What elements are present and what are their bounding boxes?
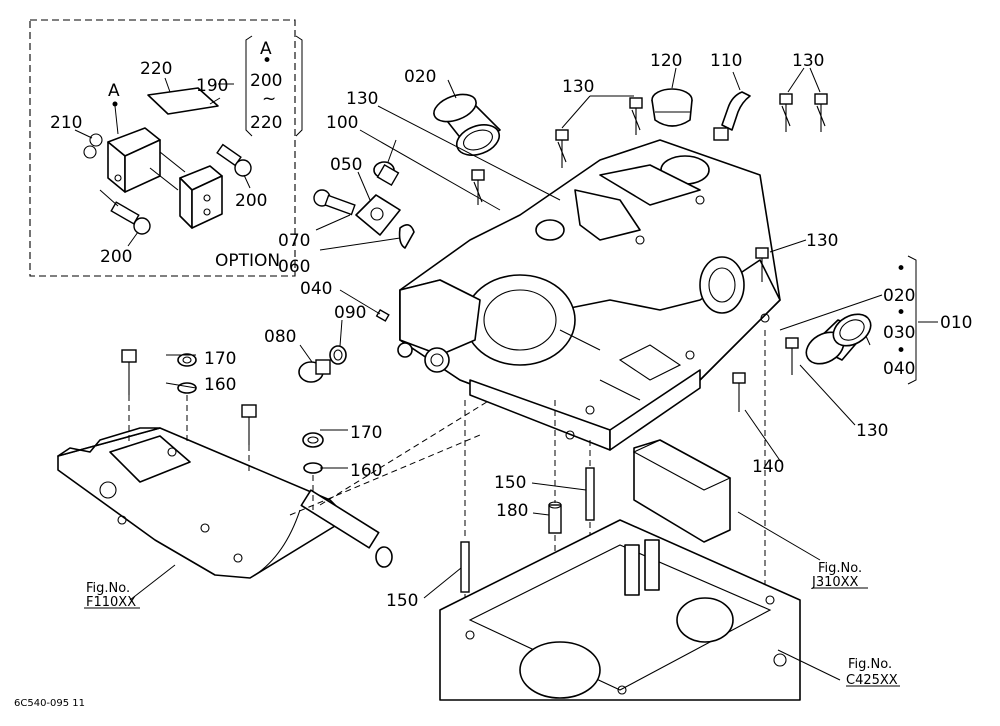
bolt-plate-left — [121, 349, 137, 445]
gasket-050 — [355, 194, 401, 236]
block-b — [191, 175, 223, 229]
option-inset — [29, 19, 303, 277]
label-160-a: 160 — [204, 375, 236, 395]
pin-040 — [375, 308, 390, 322]
label-090: 090 — [334, 303, 366, 323]
dot-030a: • — [896, 303, 906, 323]
label-160-b: 160 — [350, 461, 382, 481]
option-group-a: A — [260, 39, 272, 59]
ref-f110-fig: Fig.No. — [86, 581, 130, 596]
label-210: 210 — [50, 113, 82, 133]
dot-030b: • — [896, 341, 906, 361]
option-group-tilde: ~ — [262, 89, 276, 109]
label-010: 010 — [940, 313, 972, 333]
option-label: OPTION — [215, 251, 280, 271]
drawing-code: 6C540-095 11 — [14, 698, 85, 709]
plug-080 — [298, 359, 331, 383]
label-030: 030 — [883, 323, 915, 343]
label-110: 110 — [710, 51, 742, 71]
dot-010: • — [896, 259, 906, 279]
label-sheet-220 — [147, 87, 219, 115]
label-060: 060 — [278, 257, 310, 277]
pipe-110 — [713, 91, 751, 141]
ref-f110-code: F110XX — [86, 595, 136, 610]
label-120: 120 — [650, 51, 682, 71]
option-group-to: 220 — [250, 113, 282, 133]
label-020-right: 020 — [883, 286, 915, 306]
label-150-upper: 150 — [494, 473, 526, 493]
label-140: 140 — [752, 457, 784, 477]
bushing-020-left — [433, 93, 501, 156]
stud-150-right — [585, 440, 595, 700]
main-housing — [397, 139, 781, 451]
transmission-case — [439, 519, 801, 701]
label-200-upper: 200 — [235, 191, 267, 211]
label-190: 190 — [196, 76, 228, 96]
label-130-b: 130 — [562, 77, 594, 97]
plug-100 — [373, 161, 400, 187]
bolt-140 — [732, 372, 746, 412]
label-170-a: 170 — [204, 349, 236, 369]
label-130-d: 130 — [806, 231, 838, 251]
label-220: 220 — [140, 59, 172, 79]
label-040-right: 040 — [883, 359, 915, 379]
bracket-plate — [57, 399, 491, 579]
washer-160-b — [303, 462, 323, 474]
a-marker: A — [108, 81, 120, 101]
bushing-020-right — [805, 313, 872, 365]
ref-j310-fig: Fig.No. — [818, 561, 862, 576]
option-group-from: 200 — [250, 71, 282, 91]
ring-060 — [398, 224, 415, 249]
label-180: 180 — [496, 501, 528, 521]
bolt-plate-mid — [241, 404, 257, 475]
label-020-left: 020 — [404, 67, 436, 87]
nut-170-a — [177, 353, 197, 367]
label-130-c: 130 — [792, 51, 824, 71]
ref-j310-code: J310XX — [811, 575, 859, 590]
option-group-dot: • — [262, 51, 272, 71]
leader-lines — [84, 67, 938, 687]
bolt-130-group — [471, 93, 828, 412]
cap-120 — [651, 88, 693, 127]
bolt-200-upper — [216, 143, 252, 177]
ref-c425-code: C425XX — [846, 673, 898, 688]
label-070: 070 — [278, 231, 310, 251]
label-100: 100 — [326, 113, 358, 133]
label-200-lower: 200 — [100, 247, 132, 267]
label-050: 050 — [330, 155, 362, 175]
label-150-lower: 150 — [386, 591, 418, 611]
ref-c425-fig: Fig.No. — [848, 657, 892, 672]
bolt-200-lower — [110, 201, 151, 235]
bolt-070 — [313, 189, 356, 216]
o-ring-210-b — [83, 145, 97, 159]
label-130-e: 130 — [856, 421, 888, 441]
label-130-a: 130 — [346, 89, 378, 109]
label-080: 080 — [264, 327, 296, 347]
o-ring-210-a — [89, 133, 103, 147]
nut-170-b — [302, 432, 324, 448]
spacer-plate — [632, 439, 732, 543]
label-170-b: 170 — [350, 423, 382, 443]
label-040-left: 040 — [300, 279, 332, 299]
washer-090 — [329, 345, 347, 365]
